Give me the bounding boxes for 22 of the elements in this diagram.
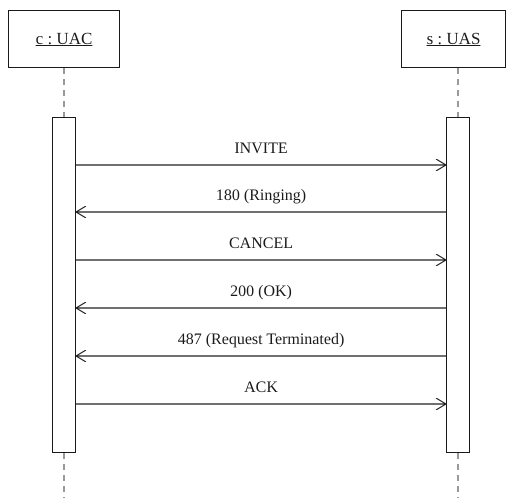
message-arrow <box>75 301 446 315</box>
object-name: c : UAC <box>36 29 92 49</box>
message-label: INVITE <box>234 140 288 158</box>
activation-bar <box>52 117 76 453</box>
lifeline <box>457 68 459 117</box>
message-label: 487 (Request Terminated) <box>178 331 344 349</box>
message-label: 180 (Ringing) <box>216 187 306 205</box>
object-name: s : UAS <box>426 29 480 49</box>
message-label: ACK <box>244 379 278 397</box>
lifeline-head-box <box>401 10 506 68</box>
message-arrow <box>75 349 446 363</box>
lifeline <box>63 453 65 498</box>
lifeline-head-box <box>8 10 120 68</box>
activation-bar <box>446 117 470 453</box>
lifeline <box>63 68 65 117</box>
message-arrow <box>76 397 447 411</box>
message-arrow <box>76 253 447 267</box>
message-arrow <box>76 158 447 172</box>
lifeline <box>457 453 459 498</box>
message-arrow <box>75 205 446 219</box>
message-label: CANCEL <box>229 235 293 253</box>
message-label: 200 (OK) <box>230 283 292 301</box>
